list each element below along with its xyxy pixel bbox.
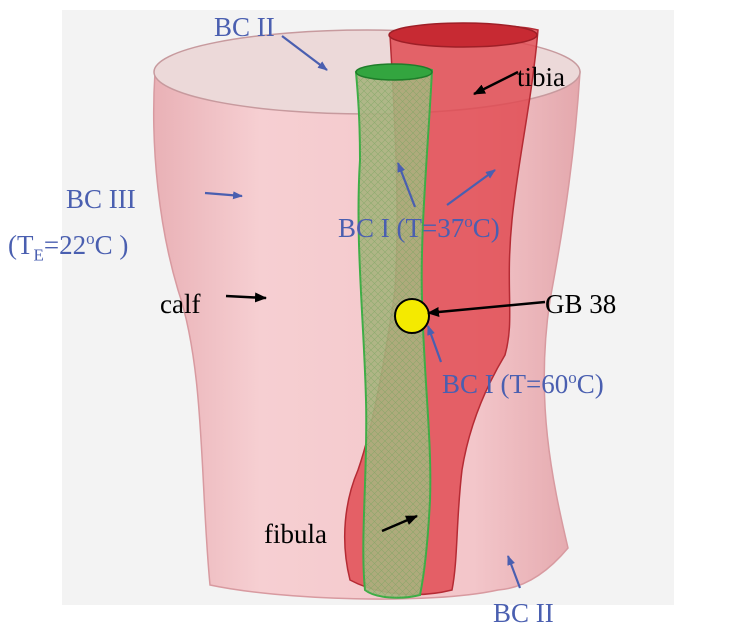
label-gb38: GB 38 [545,291,616,318]
label-bc1-60: BC I (T=60oC) [442,371,604,398]
label-bc1-37: BC I (T=37oC) [338,215,500,242]
fibula-top-cap [356,64,432,80]
gb38-electrode [395,299,429,333]
fibula-mesh [356,66,432,597]
label-fibula: fibula [264,521,327,548]
label-tibia: tibia [517,64,565,91]
label-bc2-top: BC II [214,14,275,41]
label-te-condition: (TE=22oC ) [8,232,128,259]
label-bc2-bottom: BC II [493,600,554,627]
label-bc3: BC III [66,186,136,213]
tibia-top-cap [389,23,537,47]
label-calf: calf [160,291,200,318]
